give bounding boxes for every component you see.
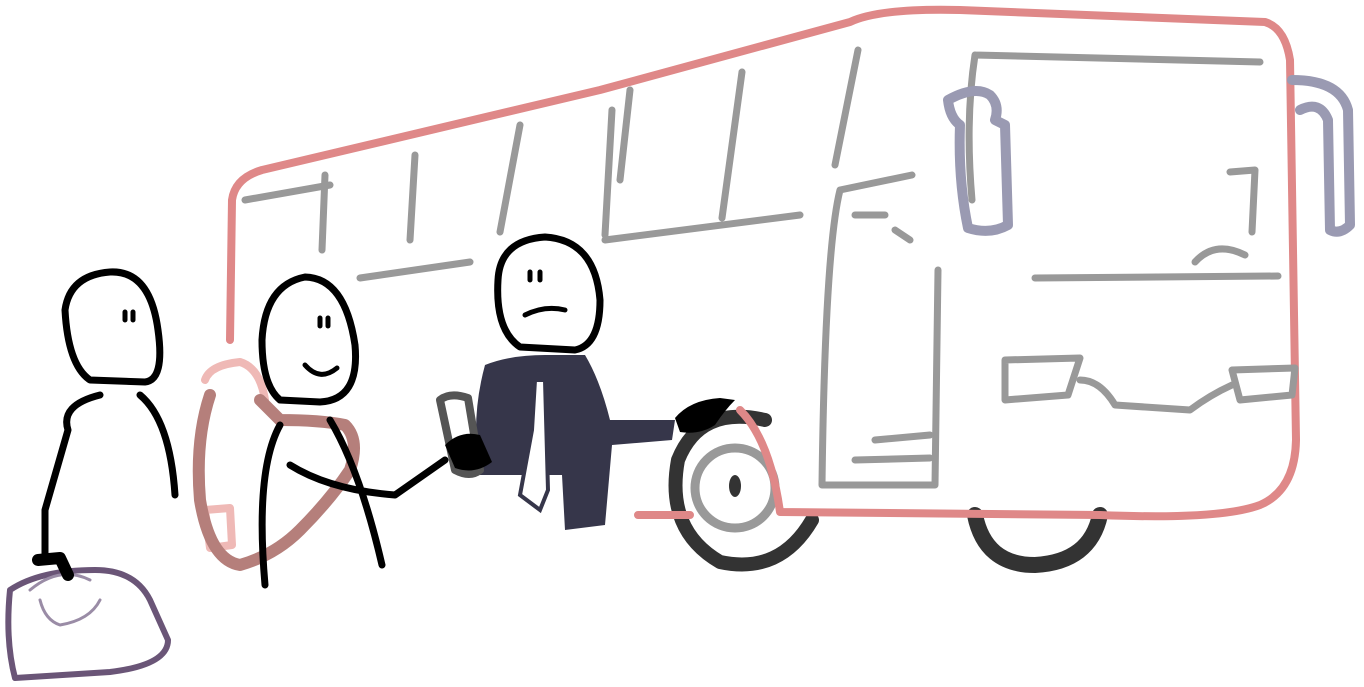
- bus-front-wheel: [668, 409, 819, 572]
- duffel-bag: [5, 552, 171, 681]
- driver: [436, 233, 735, 530]
- bus-rear-wheel: [967, 507, 1108, 573]
- bus-body-outline: [226, 5, 1300, 521]
- person-left: [41, 268, 179, 559]
- bus-mirrors: [943, 75, 1355, 237]
- person-middle: [258, 273, 449, 589]
- backpack: [192, 358, 360, 571]
- bus-details: [241, 46, 1299, 489]
